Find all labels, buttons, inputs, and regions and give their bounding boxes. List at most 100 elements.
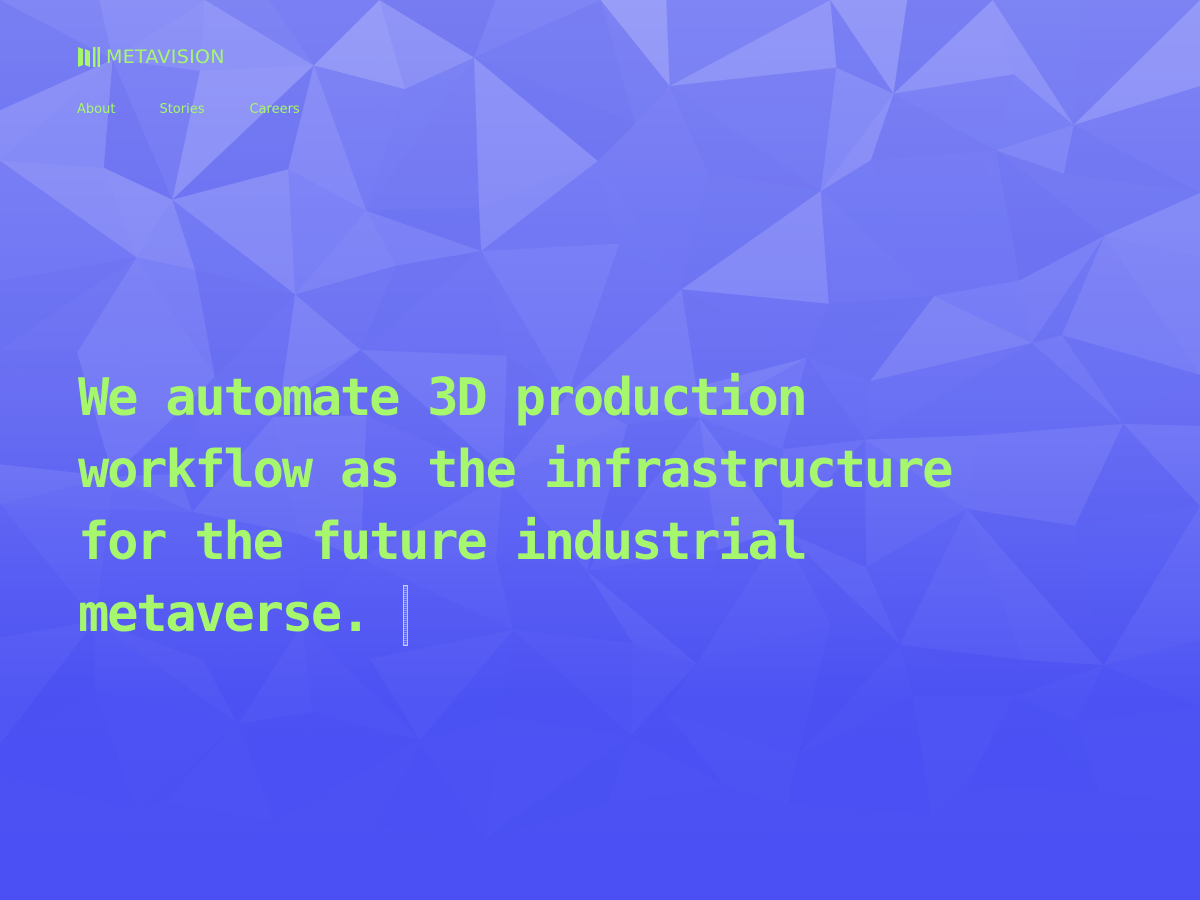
background-facet [567,243,682,396]
background-facet [366,57,475,211]
background-facet [172,65,314,200]
background-facet [366,57,480,211]
nav-link-stories[interactable]: Stories [159,102,205,117]
background-facet [0,0,113,111]
background-facet [934,150,1020,296]
background-facet [681,289,829,358]
nav-link-about[interactable]: About [77,102,116,117]
background-facet [865,435,979,509]
background-facet [806,295,935,358]
hero-headline: We automate 3D production workflow as th… [78,362,1078,650]
background-facet [830,0,894,94]
background-facet [172,199,296,295]
background-facet [479,160,598,252]
background-facet [597,160,709,290]
background-facet [996,150,1105,236]
background-facet [1073,86,1200,194]
background-facet [269,0,380,66]
background-facet [273,349,367,417]
background-facet [992,0,1074,125]
background-facet [366,207,482,252]
background-facet [199,0,314,71]
background-facet [870,93,997,161]
background-facet [1019,235,1105,344]
hero-headline-line: workflow as the infrastructure [78,440,953,500]
background-facet [0,0,113,60]
background-facet [978,343,1124,436]
background-facet [474,0,636,124]
background-facet [295,210,397,295]
background-facet [99,0,205,60]
background-facet [820,191,935,304]
background-facet [681,172,821,290]
background-facet [893,0,1014,94]
background-facet [1063,173,1200,236]
background-facet [669,0,837,86]
background-facet [474,57,636,161]
background-facet [281,294,361,393]
background-facet [112,59,200,200]
background-facet [474,57,598,208]
background-facet [966,423,1124,526]
background-facet [0,160,137,258]
background-facet [820,67,894,192]
text-cursor [403,585,408,646]
background-facet [966,423,1124,509]
metavision-logo-link[interactable]: METAVISION [78,45,225,69]
background-facet [112,377,215,477]
background-facet [0,464,113,505]
background-facet [288,65,367,211]
background-facet [192,416,299,534]
background-facet [666,0,831,86]
background-facet [820,160,935,296]
background-facet [136,257,215,378]
background-facet [681,289,807,387]
background-facet [600,0,670,124]
background-facet [502,395,628,474]
background-facet [1073,0,1200,125]
background-facet [806,295,935,382]
background-facet [77,352,215,477]
background-facet [681,191,829,304]
metavision-logo-icon [78,47,100,67]
background-facet [1123,423,1200,507]
background-facet [360,349,503,474]
background-facet [204,0,314,66]
background-facet [820,93,894,192]
background-facet [172,65,314,200]
background-facet [870,150,997,296]
background-facet [992,0,1083,125]
background-facet [893,0,993,94]
hero-headline-line: for the future industrial [78,512,808,572]
background-facet [1061,335,1200,424]
background-facet [103,59,173,200]
background-facet [313,0,405,90]
background-facet [0,257,137,350]
background-facet [567,289,697,396]
background-facet [379,0,496,58]
background-facet [966,508,1104,666]
background-facet [669,67,837,192]
background-facet [0,349,113,477]
background-facet [136,199,196,270]
background-facet [966,508,1104,666]
background-facet [1073,0,1200,125]
background-facet [782,357,866,450]
background-facet [112,0,205,71]
background-facet [379,0,475,90]
nav-link-careers[interactable]: Careers [249,102,300,117]
hero-headline-line: We automate 3D production [78,368,808,428]
background-facet [112,473,193,512]
background-facet [587,570,697,664]
background-facet [195,269,296,378]
background-facet [360,251,482,350]
background-facet [0,349,113,477]
background-facet [214,377,282,417]
background-facet [893,74,1014,151]
background-facet [273,415,367,559]
main-nav: About Stories Careers [77,101,300,119]
background-facet [273,416,361,559]
background-facet [502,355,568,474]
background-facet [781,439,867,568]
